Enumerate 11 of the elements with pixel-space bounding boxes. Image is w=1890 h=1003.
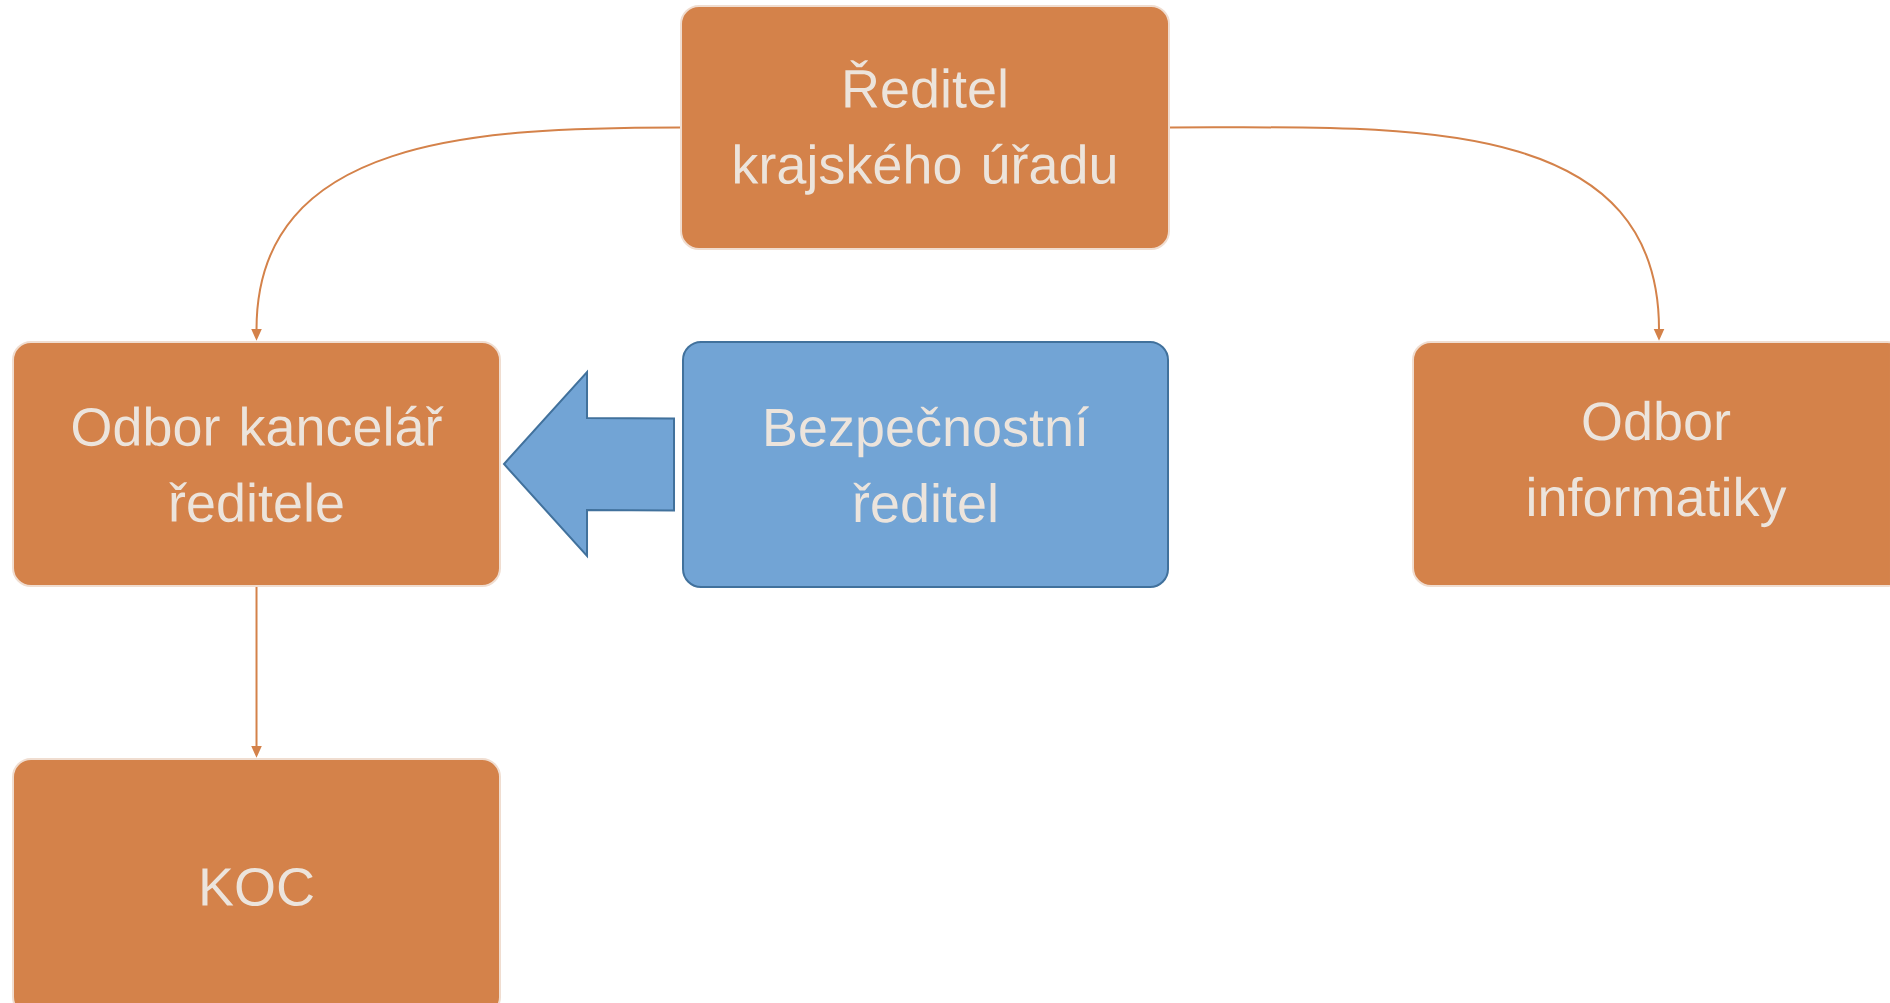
box-label: Ředitel krajského úřadu (735, 60, 1115, 195)
box-label: KOC (202, 867, 313, 907)
box-label: Odbor informatiky (1529, 400, 1787, 528)
org-box (1412, 341, 1890, 587)
org-box (12, 341, 501, 587)
box-label: Odbor kancelář ředitele (72, 405, 444, 523)
box-label: Bezpečnostní ředitel (766, 406, 1089, 523)
org-box (682, 341, 1169, 588)
org-box (680, 5, 1170, 250)
block-arrow (502, 369, 675, 559)
org-box (12, 758, 501, 1003)
